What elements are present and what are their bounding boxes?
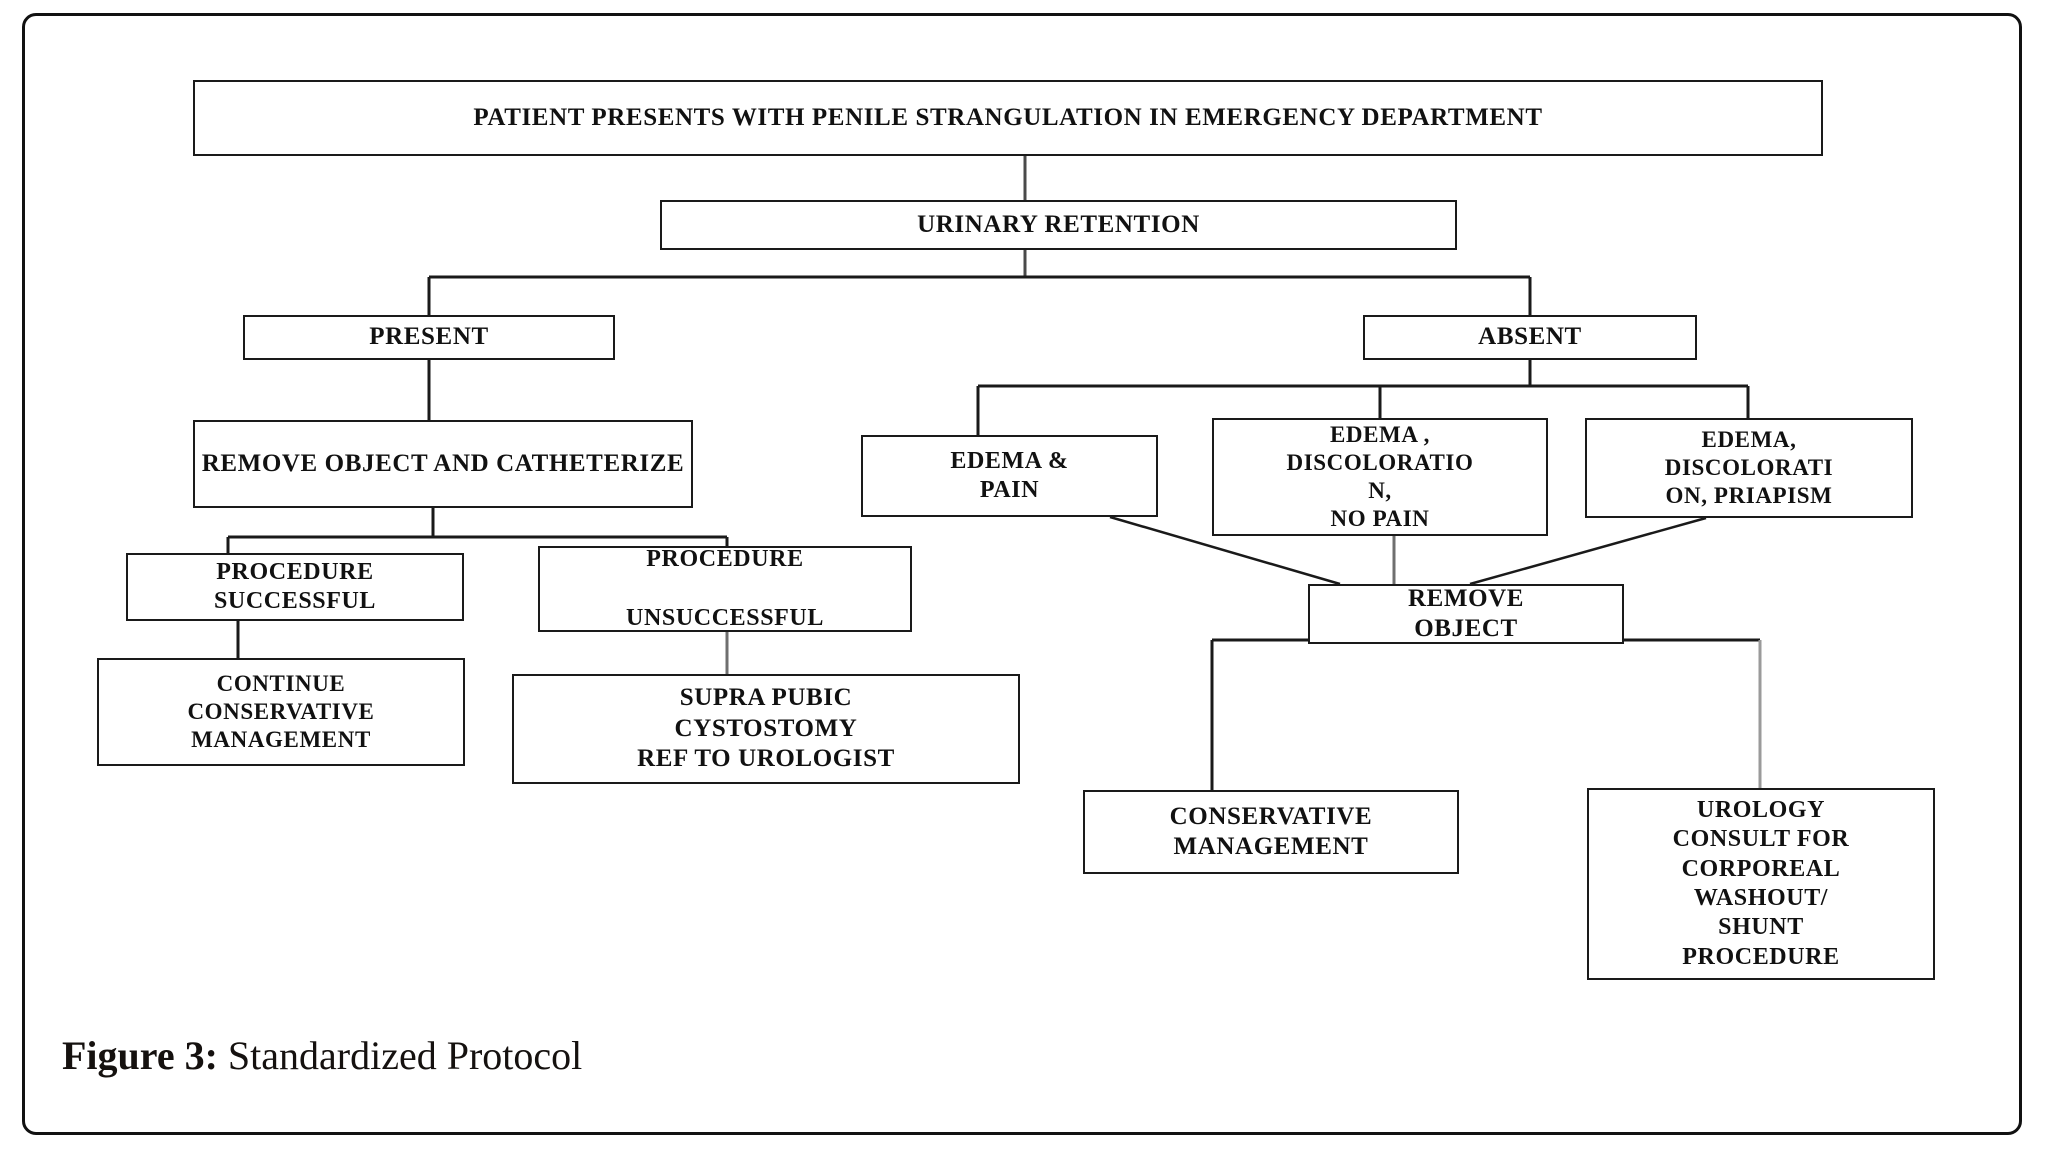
node-label: PROCEDURE UNSUCCESSFUL	[626, 546, 824, 631]
node-label: EDEMA & PAIN	[950, 447, 1069, 503]
node-remove-object[interactable]: REMOVE OBJECT	[1308, 584, 1624, 644]
node-urology-consult[interactable]: UROLOGY CONSULT FOR CORPOREAL WASHOUT/ S…	[1587, 788, 1935, 980]
node-continue-conservative-management[interactable]: CONTINUE CONSERVATIVE MANAGEMENT	[97, 658, 465, 766]
node-patient-presents[interactable]: PATIENT PRESENTS WITH PENILE STRANGULATI…	[193, 80, 1823, 156]
node-absent[interactable]: ABSENT	[1363, 315, 1697, 360]
node-label: PROCEDURE SUCCESSFUL	[213, 558, 377, 614]
node-urinary-retention[interactable]: URINARY RETENTION	[660, 200, 1457, 250]
node-edema-discoloration-no-pain[interactable]: EDEMA , DISCOLORATIO N, NO PAIN	[1212, 418, 1548, 536]
node-label: EDEMA, DISCOLORATI ON, PRIAPISM	[1664, 426, 1834, 509]
node-procedure-successful[interactable]: PROCEDURE SUCCESSFUL	[126, 553, 464, 621]
node-supra-pubic-cystostomy[interactable]: SUPRA PUBIC CYSTOSTOMY REF TO UROLOGIST	[512, 674, 1020, 784]
node-remove-object-and-catheterize[interactable]: REMOVE OBJECT AND CATHETERIZE	[193, 420, 693, 508]
node-conservative-management[interactable]: CONSERVATIVE MANAGEMENT	[1083, 790, 1459, 874]
node-label: ABSENT	[1478, 323, 1582, 351]
node-label: PRESENT	[369, 323, 489, 351]
node-label: REMOVE OBJECT AND CATHETERIZE	[201, 449, 685, 477]
node-label: PATIENT PRESENTS WITH PENILE STRANGULATI…	[473, 103, 1543, 131]
figure-caption-label: Figure 3:	[62, 1033, 218, 1078]
node-label: REMOVE OBJECT	[1407, 584, 1525, 643]
node-edema-discoloration-priapism[interactable]: EDEMA, DISCOLORATI ON, PRIAPISM	[1585, 418, 1913, 518]
node-label: SUPRA PUBIC CYSTOSTOMY REF TO UROLOGIST	[637, 684, 895, 773]
figure-caption-text: Standardized Protocol	[217, 1033, 583, 1078]
node-procedure-unsuccessful[interactable]: PROCEDURE UNSUCCESSFUL	[538, 546, 912, 632]
node-label: CONTINUE CONSERVATIVE MANAGEMENT	[187, 670, 375, 753]
figure-caption: Figure 3: Standardized Protocol	[62, 1032, 582, 1079]
node-label: UROLOGY CONSULT FOR CORPOREAL WASHOUT/ S…	[1672, 797, 1850, 970]
node-label: URINARY RETENTION	[917, 210, 1200, 238]
node-label: CONSERVATIVE MANAGEMENT	[1169, 802, 1373, 861]
node-edema-and-pain[interactable]: EDEMA & PAIN	[861, 435, 1158, 517]
node-present[interactable]: PRESENT	[243, 315, 615, 360]
node-label: EDEMA , DISCOLORATIO N, NO PAIN	[1286, 421, 1474, 532]
